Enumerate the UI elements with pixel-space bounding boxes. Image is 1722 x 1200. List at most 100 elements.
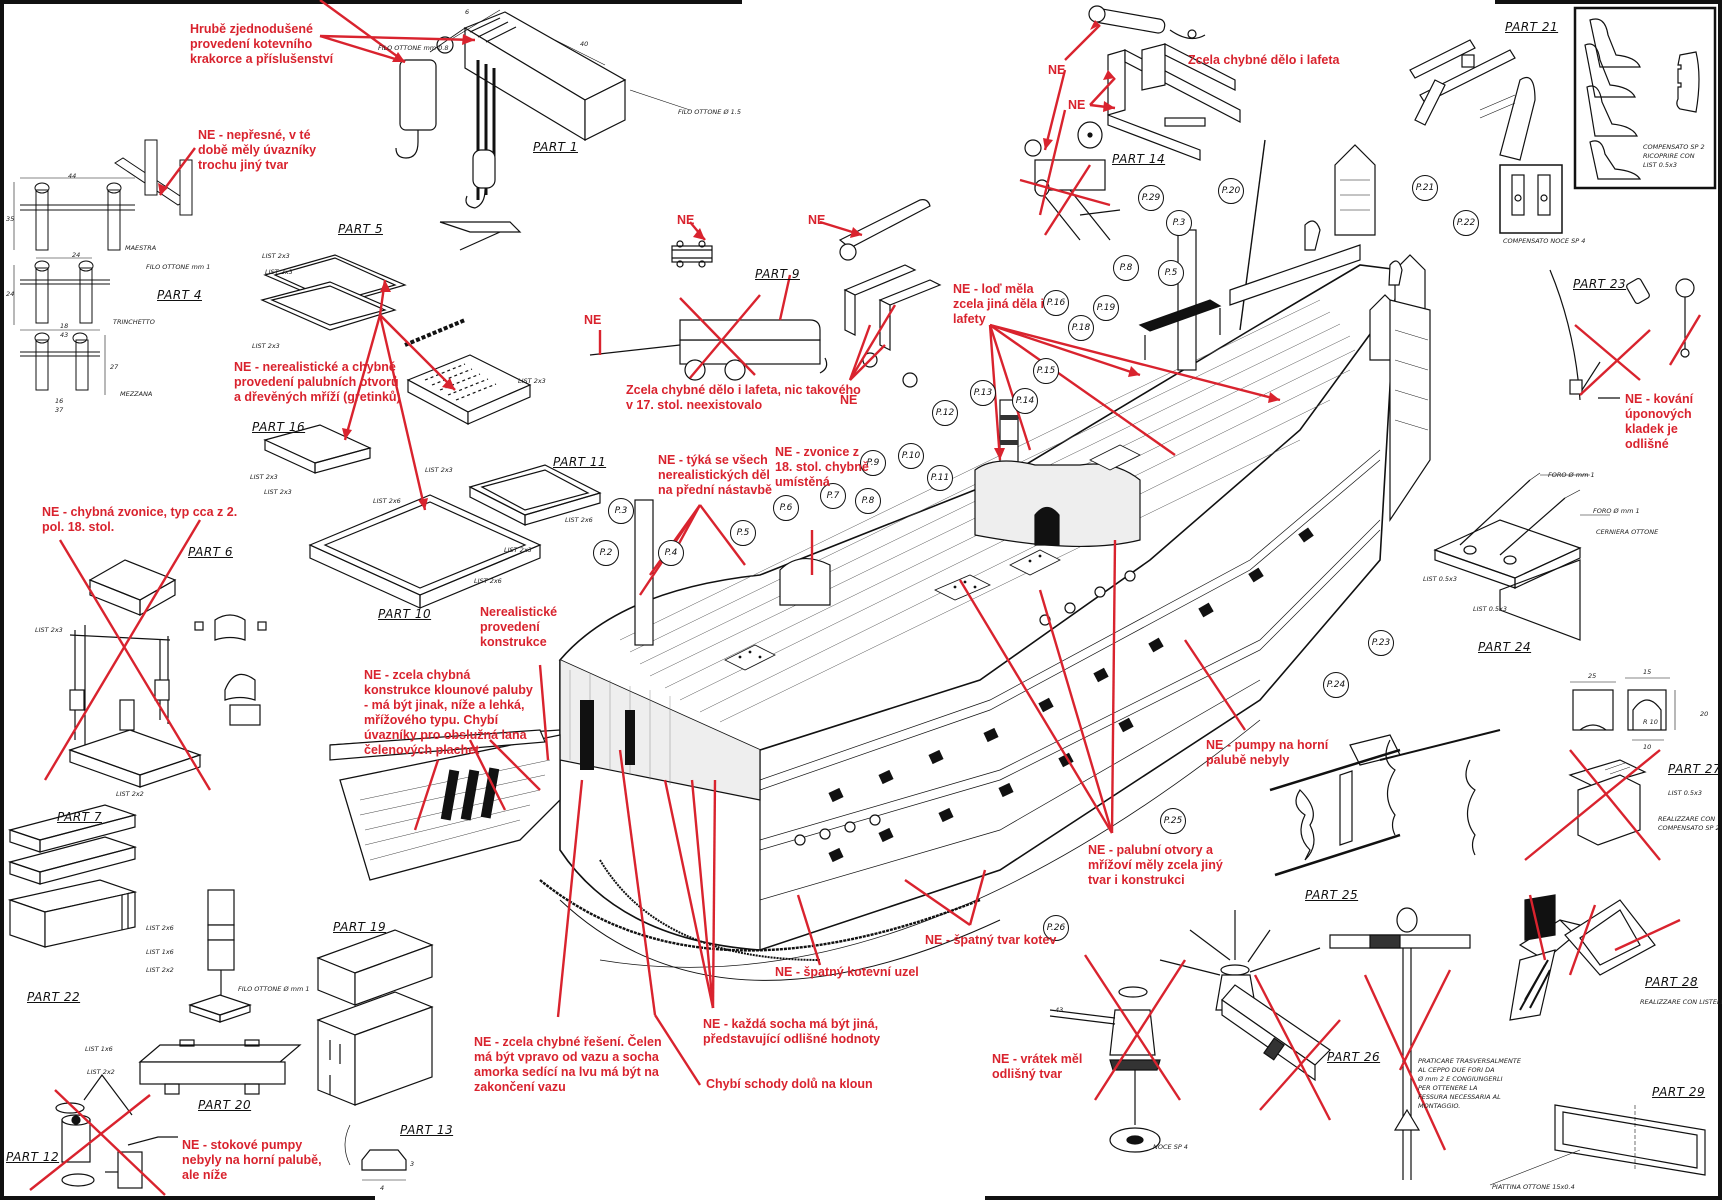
part27-drawing: [1568, 677, 1676, 846]
label-compensato-sp2: COMPENSATO SP 2 RICOPRIRE CON LIST 0.5x3: [1643, 143, 1705, 169]
annotation-blocks: NE - kování úponových kladek je odlišné: [1625, 392, 1694, 451]
label-list-2x3-e: LIST 2x3: [250, 473, 278, 481]
annotation-ne-cannon-detail: NE: [808, 213, 826, 227]
callout-p18: P.18: [1068, 315, 1094, 341]
callout-p21: P.21: [1412, 175, 1438, 201]
part-label-10: PART 10: [378, 607, 432, 621]
annotation-anchor-knot: NE - špatný kotevní uzel: [775, 965, 919, 979]
annotation-construction: Nerealistické provedení konstrukce: [480, 605, 558, 649]
part-label-14: PART 14: [1112, 152, 1166, 166]
part-label-26: PART 26: [1327, 1050, 1381, 1064]
part-label-5: PART 5: [338, 222, 383, 236]
part-label-24: PART 24: [1478, 640, 1532, 654]
annotation-belfry-position: NE - zvonice z 18. stol. chybně umístěná: [775, 445, 869, 489]
label-list-2x3-g: LIST 2x3: [425, 466, 453, 474]
label-list-2x6-b: LIST 2x6: [565, 516, 593, 524]
annotation-figurehead: NE - zcela chybné řešení. Čelen má být v…: [474, 1035, 662, 1094]
gunports: [828, 527, 1314, 863]
callout-p4: P.4: [658, 540, 684, 566]
callout-p10: P.10: [898, 443, 924, 469]
part-label-28: PART 28: [1645, 975, 1699, 989]
part1-bracket: [439, 221, 522, 251]
label-dim-40: 40: [580, 40, 589, 48]
label-filo-ottone-08: FILO OTTONE mm 0.8: [378, 44, 449, 52]
label-list-1x6-part20: LIST 1x6: [85, 1045, 113, 1053]
part5-frames: [260, 254, 407, 331]
callout-p24: P.24: [1323, 672, 1349, 698]
part13-drawing: [344, 1124, 407, 1181]
label-list-2x2: LIST 2x2: [116, 790, 144, 798]
callout-p22: P.22: [1453, 210, 1479, 236]
annotation-statues: NE - každá socha má být jiná, představuj…: [703, 1017, 881, 1046]
part-label-12: PART 12: [6, 1150, 60, 1164]
callout-p23: P.23: [1368, 630, 1394, 656]
part23-drawing: [1549, 269, 1695, 401]
annotation-cathead: Hrubě zjednodušené provedení kotevního k…: [190, 22, 334, 66]
callout-p3-aft: P.3: [1166, 210, 1192, 236]
label-dim-37: 37: [55, 406, 64, 414]
part-label-9: PART 9: [755, 267, 800, 281]
label-dim-6: 6: [465, 8, 470, 16]
annotation-belfry: NE - chybná zvonice, typ cca z 2. pol. 1…: [42, 505, 238, 534]
label-compensato-noce: COMPENSATO NOCE SP 4: [1503, 237, 1586, 245]
callout-p2: P.2: [593, 540, 619, 566]
annotation-stairs: Chybí schody dolů na kloun: [706, 1077, 873, 1091]
label-filo-ottone-15: FILO OTTONE Ø 1.5: [678, 108, 741, 116]
part28-drawing: [1509, 894, 1656, 1021]
annotation-gratings: NE - nerealistické a chybné provedení pa…: [234, 360, 401, 404]
callout-p14: P.14: [1012, 388, 1038, 414]
label-cerniera: CERNIERA OTTONE: [1596, 528, 1659, 536]
label-dim-44: 44: [68, 172, 77, 180]
ship-drawing: [329, 139, 1431, 981]
callout-p6: P.6: [773, 495, 799, 521]
part-label-29: PART 29: [1652, 1085, 1706, 1099]
callout-p19: P.19: [1093, 295, 1119, 321]
label-dim-24: 24: [72, 251, 81, 259]
label-dim-35: 35: [6, 215, 15, 223]
label-list-2x3-b: LIST 2x3: [265, 268, 293, 276]
callout-p8-aft: P.8: [1113, 255, 1139, 281]
label-list-2x6-part7: LIST 2x6: [146, 924, 174, 932]
label-filo-ottone-1: FILO OTTONE mm 1: [146, 263, 211, 271]
part-label-19: PART 19: [333, 920, 387, 934]
part21-drawing: [1409, 39, 1536, 161]
callout-p7: P.7: [820, 483, 846, 509]
annotation-marks: [29, 0, 1702, 1196]
label-noce-sp4: NOCE SP 4: [1153, 1143, 1188, 1151]
label-list-2x6-c: LIST 2x6: [474, 577, 502, 585]
label-list-2x3-f: LIST 2x3: [264, 488, 292, 496]
part-label-6: PART 6: [188, 545, 233, 559]
frame-bottom-right: [985, 1196, 1722, 1200]
callout-p15: P.15: [1033, 358, 1059, 384]
callout-p3: P.3: [608, 498, 634, 524]
callout-p5-aft: P.5: [1158, 260, 1184, 286]
callout-p9: P.9: [860, 450, 886, 476]
callout-p16: P.16: [1043, 290, 1069, 316]
label-r10: R 10: [1643, 718, 1658, 726]
label-dim-15: 15: [1643, 668, 1652, 676]
part29-drawing: [1489, 1104, 1706, 1186]
part22-post: [188, 889, 252, 1023]
label-dim-24b: 24: [6, 290, 15, 298]
label-maestra: MAESTRA: [125, 244, 157, 252]
callout-p5-fore: P.5: [730, 520, 756, 546]
label-foro-1: FORO Ø mm 1: [1548, 471, 1595, 479]
part12-pumps: [55, 1073, 178, 1189]
callout-p11: P.11: [927, 465, 953, 491]
label-list-2x3-part6: LIST 2x3: [35, 626, 63, 634]
part-label-20: PART 20: [198, 1098, 252, 1112]
label-realizzare-part27: REALIZZARE CON COMPENSATO SP 2: [1658, 815, 1720, 832]
part-label-16: PART 16: [252, 420, 306, 434]
annotation-capstan: NE - vrátek měl odlišný tvar: [992, 1052, 1083, 1081]
annotation-ne-carriage: NE: [840, 393, 858, 407]
label-list-2x6-a: LIST 2x6: [373, 497, 401, 505]
label-list-05x3-b: LIST 0.5x3: [1473, 605, 1508, 613]
annotation-bilge-pumps: NE - stokové pumpy nebyly na horní palub…: [182, 1138, 322, 1182]
label-dim-4-part13: 4: [380, 1184, 385, 1192]
part-label-25: PART 25: [1305, 888, 1359, 902]
annotation-ne-part14-mid: NE: [1068, 98, 1086, 112]
label-dim-3-part13: 3: [410, 1160, 415, 1168]
frame-right: [1718, 0, 1722, 1200]
annotation-hatches: NE - palubní otvory a mřížoví měly zcela…: [1088, 843, 1223, 887]
